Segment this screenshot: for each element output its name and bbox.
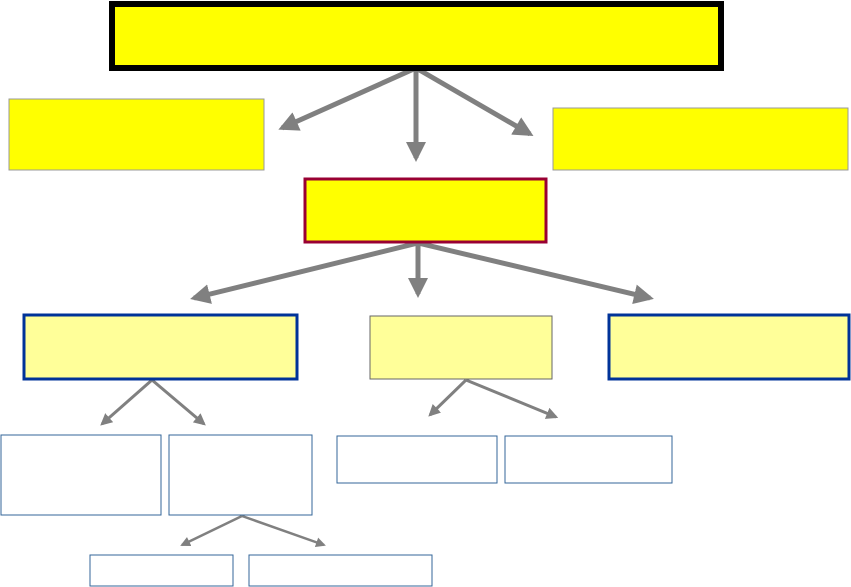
node-right-top-box	[552, 107, 849, 171]
node-leaf-5-box	[89, 554, 234, 587]
connector-mid-center-to-leaf-3	[428, 378, 468, 417]
node-leaf-2-box	[168, 434, 313, 516]
node-leaf-6	[248, 554, 433, 587]
connector-hub-to-mid-right	[417, 240, 654, 305]
node-root	[109, 1, 724, 71]
node-mid-left	[22, 313, 299, 381]
connector-root-to-left-top	[278, 65, 418, 131]
connector-leaf-2-to-leaf-6	[241, 514, 326, 548]
node-leaf-3	[336, 435, 498, 484]
node-left-top	[8, 98, 265, 171]
connector-mid-left-to-leaf-1	[100, 378, 153, 426]
connector-mid-center-to-leaf-4	[465, 378, 559, 419]
node-leaf-1-box	[0, 434, 162, 516]
node-right-top	[552, 107, 849, 171]
node-hub	[303, 177, 548, 244]
node-hub-box	[303, 177, 548, 244]
node-mid-center	[369, 315, 553, 380]
node-leaf-4	[504, 435, 673, 484]
node-root-box	[109, 1, 724, 71]
node-mid-right-box	[607, 313, 851, 381]
node-mid-right	[607, 313, 851, 381]
node-leaf-1	[0, 434, 162, 516]
connector-root-to-right-top	[414, 65, 534, 137]
node-leaf-4-box	[504, 435, 673, 484]
connector-hub-to-mid-left	[190, 240, 419, 304]
node-leaf-6-box	[248, 554, 433, 587]
connector-leaf-2-to-leaf-5	[180, 514, 243, 547]
connectors	[100, 65, 654, 548]
node-left-top-box	[8, 98, 265, 171]
connector-mid-left-to-leaf-2	[151, 378, 206, 426]
node-leaf-2	[168, 434, 313, 516]
node-leaf-3-box	[336, 435, 498, 484]
node-mid-center-box	[369, 315, 553, 380]
node-mid-left-box	[22, 313, 299, 381]
node-leaf-5	[89, 554, 234, 587]
